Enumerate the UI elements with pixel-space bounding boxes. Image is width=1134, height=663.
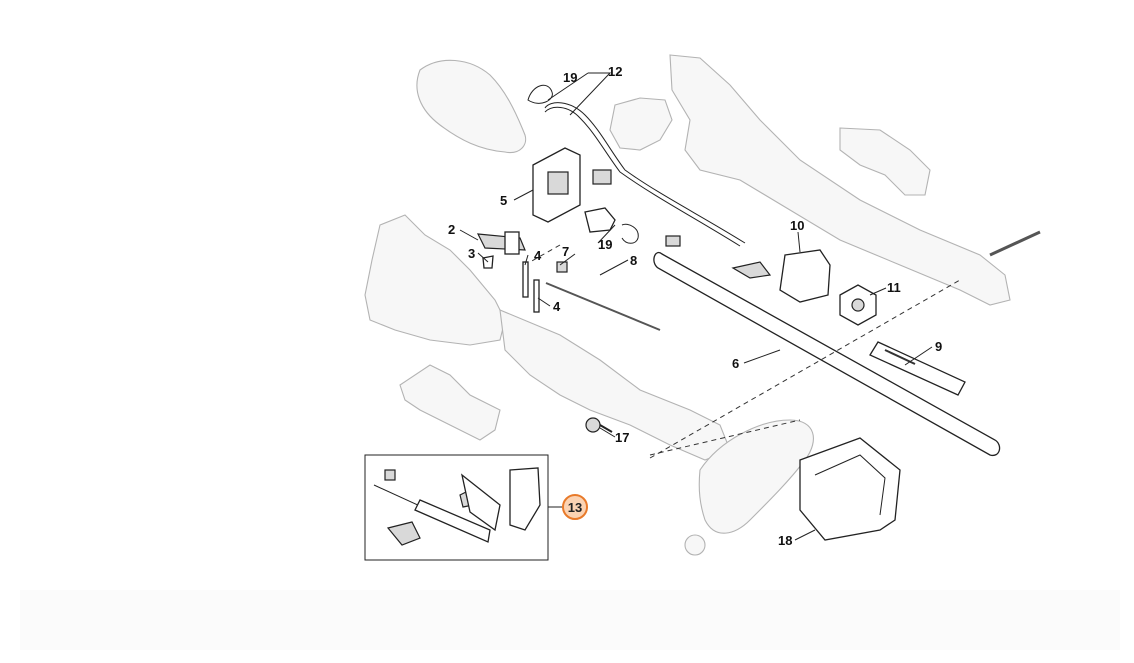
bottom-band	[20, 590, 1120, 650]
assembly-dash-3	[649, 419, 801, 456]
screw-head	[585, 417, 601, 433]
callout-17: 17	[615, 430, 629, 445]
callout-6: 6	[732, 356, 739, 371]
inset-clip	[384, 469, 396, 481]
callout-3: 3	[468, 246, 475, 261]
assembly-dash-2	[529, 244, 561, 263]
bolt	[989, 230, 1041, 257]
throttle-cable	[544, 102, 746, 244]
callout-4-lower: 4	[553, 299, 561, 314]
cable-tie-upper	[527, 84, 553, 104]
callout-5: 5	[500, 193, 507, 208]
end-cap	[665, 235, 681, 247]
inset-box	[364, 454, 549, 561]
connector	[592, 169, 612, 185]
shaft-housing	[499, 309, 731, 461]
assembly-dash-1	[649, 279, 961, 459]
callout-10: 10	[790, 218, 804, 233]
callout-18: 18	[778, 533, 792, 548]
shroud-cover	[799, 437, 901, 541]
grip-shell-upper	[609, 97, 673, 151]
left-housing	[364, 214, 506, 346]
callout-7: 7	[562, 244, 569, 259]
rod	[545, 282, 661, 331]
spring-upper	[522, 261, 529, 298]
callout-13-label: 13	[568, 500, 582, 515]
main-housing	[669, 54, 1011, 306]
engine-cover	[416, 59, 527, 154]
callout-2: 2	[448, 222, 455, 237]
clamp-part	[779, 249, 831, 303]
callout-4-upper: 4	[534, 248, 542, 263]
callout-11: 11	[887, 280, 901, 295]
shaft-sleeve	[869, 341, 966, 396]
inset-trigger	[386, 521, 421, 546]
lower-grip	[399, 364, 501, 441]
drive-tube	[653, 251, 1001, 457]
callout-8: 8	[630, 253, 637, 268]
knob	[684, 534, 706, 556]
switch-plug	[584, 207, 616, 233]
inset-bracket	[509, 467, 541, 531]
spring-lower	[533, 279, 540, 313]
callout-12: 12	[608, 64, 622, 79]
side-shell	[839, 127, 931, 196]
callout-19-upper: 19	[563, 70, 577, 85]
inset-long-spring	[414, 499, 491, 543]
callout-19-lower: 19	[598, 237, 612, 252]
highlighted-callout-13[interactable]: 13	[562, 494, 588, 520]
loop-handle	[698, 419, 814, 534]
trigger-lever	[731, 261, 772, 279]
pin-part	[556, 261, 568, 273]
inset-lever	[460, 473, 501, 532]
callout-9: 9	[935, 339, 942, 354]
